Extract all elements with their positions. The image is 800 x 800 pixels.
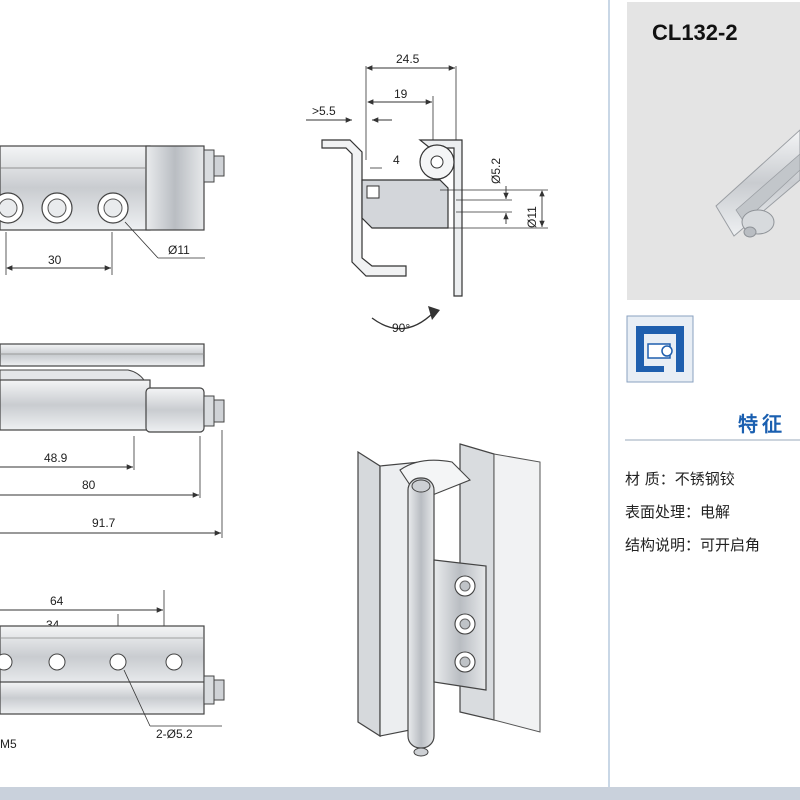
dim-front-b: 80 [82,478,96,492]
dim-knuckle-dia: Ø11 [525,206,539,228]
dim-bottom-a: 64 [50,594,64,608]
iso-frame-left [357,450,381,738]
dim-gap: 4 [393,153,400,167]
frame-profile [321,139,407,277]
spec-value: 不锈钢铰 [674,470,735,488]
hinge-pin-tip [213,155,225,177]
iso-holes [454,575,476,673]
spec-label: 表面处理： [625,503,701,521]
bottom-barrel [0,681,205,715]
dim-hole-dia: Ø11 [168,243,190,257]
product-photo [627,2,800,300]
spec-row-structure: 结构说明：可开启角 [625,534,760,555]
dim-front-a: 48.9 [44,451,68,465]
dim-pin-dia: Ø5.2 [489,158,503,184]
dim-bottom-holes: 2-Ø5.2 [156,727,193,741]
top-view: 30 Ø11 [0,145,225,275]
dim-offset: >5.5 [312,104,336,118]
profile-icon [626,315,694,383]
pin-hole-profile [430,155,444,169]
mounting-holes [0,192,129,224]
hinge-leaf [0,145,151,231]
spec-row-finish: 表面处理：电解 [625,501,730,522]
dim-thread: M5 [0,737,17,751]
rotation-arc [371,311,435,330]
frame-rail [0,343,205,367]
iso-barrel [407,477,435,749]
dim-inner: 19 [394,87,408,101]
iso-door [493,453,541,733]
spec-value: 电解 [700,503,731,521]
dim-width: 24.5 [396,52,420,66]
spec-label: 结构说明： [625,536,701,554]
dim-front-c: 91.7 [92,516,116,530]
hinge-barrel [0,379,151,431]
isometric-view [357,443,541,757]
hinge-barrel-end [145,387,205,433]
front-view: 48.9 80 91.7 [0,343,225,538]
bottom-bar [0,787,800,800]
front-pin [203,395,215,427]
spec-row-material: 材 质：不锈钢铰 [625,468,735,489]
dim-pitch: 30 [48,253,62,267]
side-view: 24.5 19 >5.5 4 Ø5.2 Ø11 90° [306,52,548,335]
dim-angle: 90° [392,321,410,335]
hinge-pin [203,149,215,183]
features-heading: 特征 [738,412,786,436]
hinge-knuckle [145,145,205,231]
spec-label: 材 质： [625,470,675,488]
spec-value: 可开启角 [700,536,761,554]
bottom-view: 64 34 2-Ø5.2 M5 [0,590,225,751]
panel-divider [608,0,610,800]
model-title: CL132-2 [652,20,738,45]
bottom-mounting-holes [0,653,183,671]
